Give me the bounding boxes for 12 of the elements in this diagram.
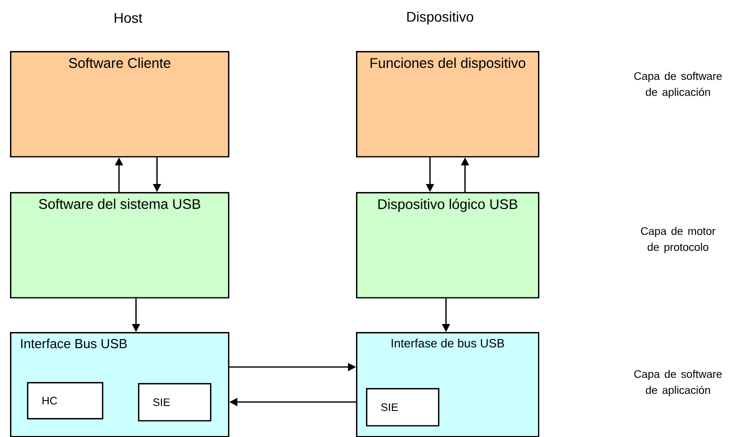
process-box: Software Cliente (10, 51, 230, 158)
layer-label: Host (114, 13, 142, 23)
process-box: Software del sistema USB (10, 192, 230, 298)
layer-label: Dispositivo (407, 11, 474, 25)
label-box: HC (27, 382, 104, 420)
process-box: Dispositivo lógico USB (356, 192, 540, 298)
label-box: SIE (138, 383, 212, 422)
layer-label: Capa de motor de protocolo (641, 226, 716, 254)
layer-label: Capa de software de aplicación (634, 72, 722, 98)
label-box: SIE (366, 388, 440, 426)
layer-label: Capa de software de aplicación (634, 370, 722, 396)
process-box: Funciones del dispositivo (356, 51, 540, 158)
